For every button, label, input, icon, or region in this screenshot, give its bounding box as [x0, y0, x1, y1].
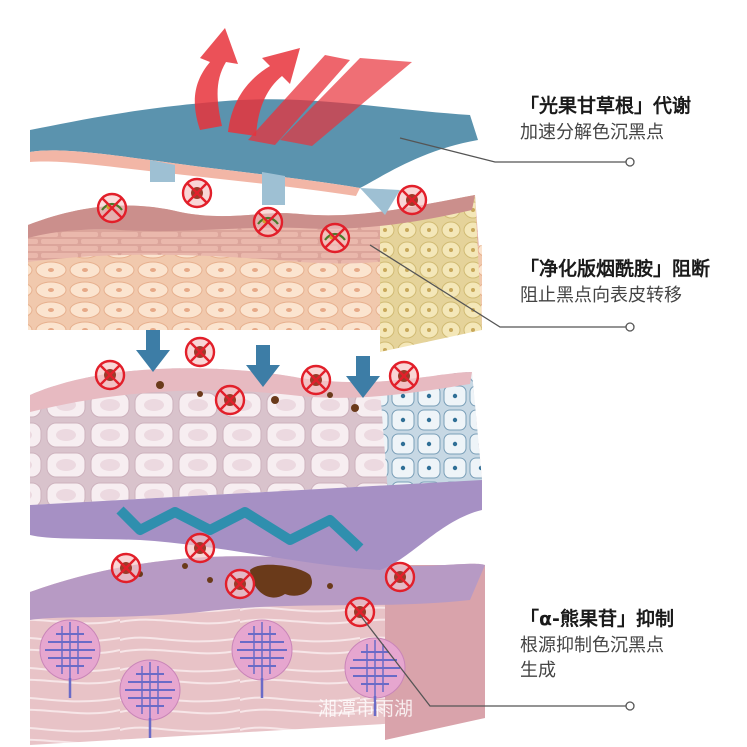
- callout-desc-line-2: 生成: [520, 660, 556, 682]
- callout-licorice-root: 「光果甘草根」代谢 加速分解色沉黑点: [520, 95, 691, 143]
- epidermis-cell-layer: [30, 368, 482, 570]
- leader-lines: [359, 137, 635, 711]
- top-stratum-layer: [30, 99, 478, 215]
- deep-dermis-layer: [30, 556, 485, 745]
- callout-niacinamide: 「净化版烟酰胺」阻断 阻止黑点向表皮转移: [520, 258, 710, 306]
- callout-title: 「光果甘草根」代谢: [520, 95, 692, 117]
- callout-title: 「α-熊果苷」抑制: [520, 608, 674, 630]
- callout-desc: 根源抑制色沉黑点: [520, 634, 664, 656]
- watermark-text: 湘潭市雨湖: [318, 698, 414, 720]
- heat-arrow-icon: [194, 28, 412, 146]
- callout-desc: 阻止黑点向表皮转移: [520, 284, 682, 306]
- callout-title: 「净化版烟酰胺」阻断: [520, 258, 711, 280]
- callout-desc: 加速分解色沉黑点: [520, 121, 664, 143]
- down-arrow-icon: [136, 330, 380, 398]
- melanin-dot-group: [137, 381, 359, 589]
- callout-arbutin: 「α-熊果苷」抑制 根源抑制色沉黑点 生成: [520, 608, 674, 682]
- upper-dermis-layer: [28, 195, 482, 352]
